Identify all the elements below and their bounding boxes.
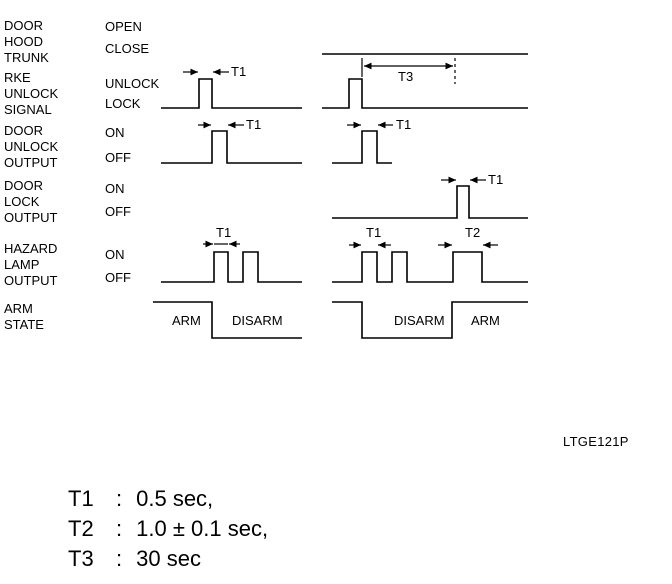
signal-label: UNLOCK bbox=[4, 86, 59, 101]
t1-label: T1 bbox=[366, 225, 381, 240]
definition-separator: : bbox=[115, 486, 123, 511]
arm-state-label: DISARM bbox=[232, 313, 283, 328]
rke-unlock-waveform-2 bbox=[322, 78, 528, 109]
definition-row: T3: 30 sec bbox=[68, 544, 268, 574]
signal-labels: DOOR HOOD TRUNK RKE UNLOCK SIGNAL DOOR U… bbox=[4, 18, 59, 332]
signal-label: HAZARD bbox=[4, 241, 57, 256]
t1-label: T1 bbox=[488, 172, 503, 187]
t1-label: T1 bbox=[231, 64, 246, 79]
signal-label: SIGNAL bbox=[4, 102, 52, 117]
timing-labels: T1 T3 T1 T1 T1 T1 T1 T2 bbox=[216, 64, 503, 240]
hazard-lamp-waveform-2 bbox=[332, 251, 528, 283]
state-label: OPEN bbox=[105, 19, 142, 34]
door-unlock-output-waveform-1 bbox=[161, 130, 302, 164]
arm-state-label: ARM bbox=[471, 313, 500, 328]
door-unlock-output-waveform-2 bbox=[332, 130, 392, 164]
signal-label: STATE bbox=[4, 317, 44, 332]
state-labels: OPEN CLOSE UNLOCK LOCK ON OFF ON OFF ON … bbox=[105, 19, 160, 285]
state-label: OFF bbox=[105, 270, 131, 285]
signal-label: TRUNK bbox=[4, 50, 49, 65]
timing-arrows bbox=[183, 58, 498, 249]
arm-state-label: ARM bbox=[172, 313, 201, 328]
definition-value: 30 sec bbox=[136, 546, 201, 571]
signal-label: LOCK bbox=[4, 194, 40, 209]
definition-separator: : bbox=[115, 516, 123, 541]
rke-unlock-waveform-1 bbox=[161, 78, 302, 109]
t1-label: T1 bbox=[216, 225, 231, 240]
state-label: OFF bbox=[105, 150, 131, 165]
signal-label: OUTPUT bbox=[4, 155, 58, 170]
definition-separator: : bbox=[115, 546, 123, 571]
definition-key: T2 bbox=[68, 516, 94, 541]
signal-label: DOOR bbox=[4, 18, 43, 33]
t1-label: T1 bbox=[246, 117, 261, 132]
signal-label: DOOR bbox=[4, 123, 43, 138]
definition-key: T1 bbox=[68, 486, 94, 511]
state-label: CLOSE bbox=[105, 41, 149, 56]
waveforms bbox=[153, 53, 528, 339]
figure-code: LTGE121P bbox=[563, 434, 629, 449]
t2-label: T2 bbox=[465, 225, 480, 240]
arm-state-label: DISARM bbox=[394, 313, 445, 328]
signal-label: OUTPUT bbox=[4, 210, 58, 225]
signal-label: LAMP bbox=[4, 257, 39, 272]
arm-state-waveform-2 bbox=[332, 301, 528, 339]
signal-label: ARM bbox=[4, 301, 33, 316]
definition-row: T2: 1.0 ± 0.1 sec, bbox=[68, 514, 268, 544]
signal-label: HOOD bbox=[4, 34, 43, 49]
state-label: ON bbox=[105, 247, 125, 262]
signal-label: DOOR bbox=[4, 178, 43, 193]
state-label: UNLOCK bbox=[105, 76, 160, 91]
timing-diagram: DOOR HOOD TRUNK RKE UNLOCK SIGNAL DOOR U… bbox=[4, 18, 528, 339]
state-label: LOCK bbox=[105, 96, 141, 111]
t1-label: T1 bbox=[396, 117, 411, 132]
state-label: ON bbox=[105, 181, 125, 196]
definition-key: T3 bbox=[68, 546, 94, 571]
definition-value: 0.5 sec, bbox=[136, 486, 214, 511]
signal-label: RKE bbox=[4, 70, 31, 85]
hazard-lamp-waveform-1 bbox=[161, 251, 302, 283]
door-lock-output-waveform bbox=[332, 185, 528, 219]
state-label: ON bbox=[105, 125, 125, 140]
arm-state-waveform-1 bbox=[153, 301, 302, 339]
signal-label: OUTPUT bbox=[4, 273, 58, 288]
state-label: OFF bbox=[105, 204, 131, 219]
definition-row: T1: 0.5 sec, bbox=[68, 484, 268, 514]
timing-definitions: T1: 0.5 sec, T2: 1.0 ± 0.1 sec, T3: 30 s… bbox=[68, 484, 268, 574]
definition-value: 1.0 ± 0.1 sec, bbox=[136, 516, 269, 541]
signal-label: UNLOCK bbox=[4, 139, 59, 154]
arm-state-labels: ARM DISARM DISARM ARM bbox=[172, 313, 500, 328]
t3-label: T3 bbox=[398, 69, 413, 84]
